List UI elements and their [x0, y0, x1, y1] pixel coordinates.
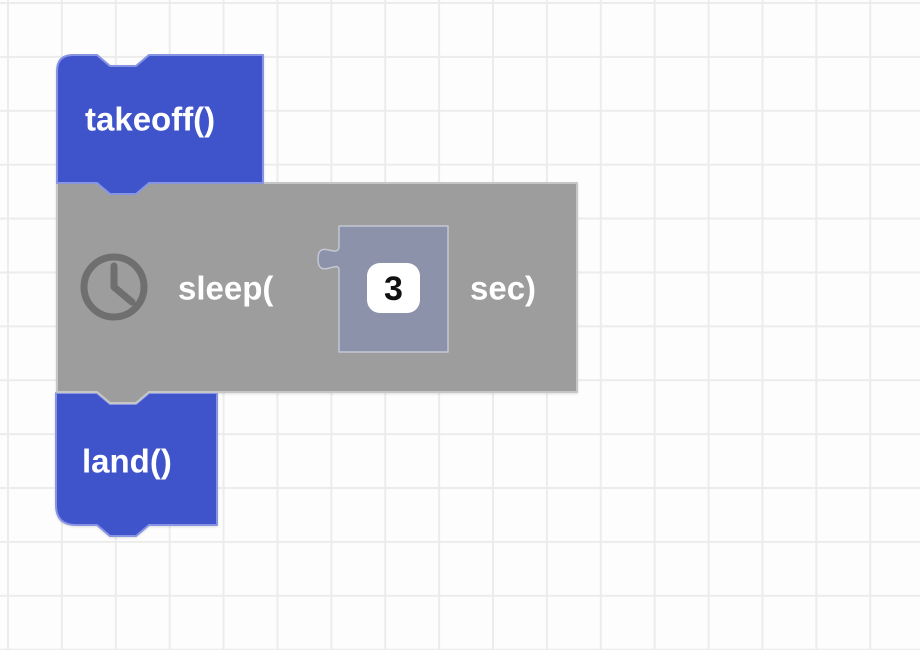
number-field-background[interactable]: [367, 263, 420, 313]
number-field-value[interactable]: 3: [384, 270, 403, 308]
clock-icon-hands: [110, 262, 136, 306]
takeoff-block-body[interactable]: [56, 54, 264, 195]
clock-icon: [80, 253, 148, 321]
value-block[interactable]: 3: [317, 225, 449, 353]
clock-icon-ring: [80, 253, 148, 321]
block-stack: land() sleep( 3 sec): [55, 54, 578, 537]
block-land[interactable]: land(): [55, 392, 218, 537]
block-takeoff[interactable]: takeoff(): [56, 54, 264, 195]
land-label: land(): [82, 443, 172, 480]
sleep-label-prefix: sleep(: [178, 270, 273, 307]
sleep-label-suffix: sec): [470, 270, 536, 307]
block-sleep[interactable]: sleep( 3 sec): [56, 182, 578, 404]
takeoff-label: takeoff(): [85, 101, 215, 138]
